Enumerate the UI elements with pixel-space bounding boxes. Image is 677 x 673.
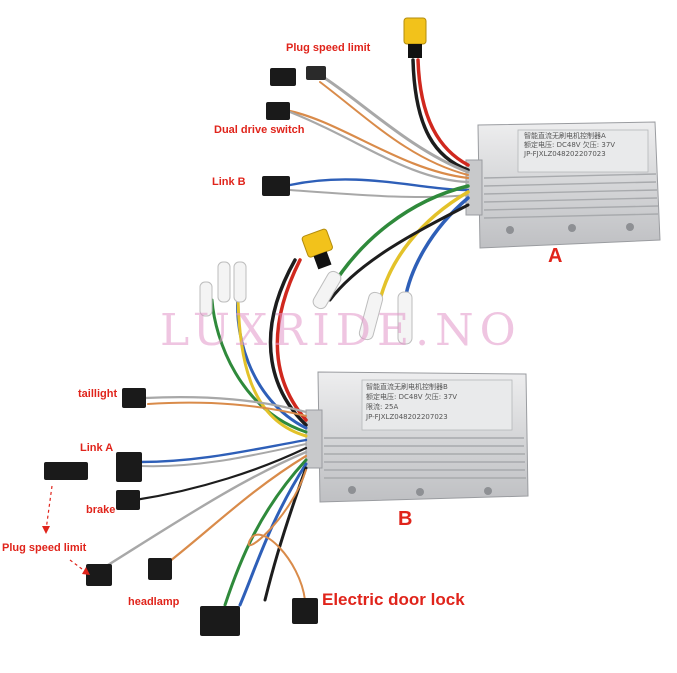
label-dual-drive-switch: Dual drive switch — [214, 124, 305, 136]
label-taillight: taillight — [78, 388, 118, 400]
xt60-connector-b — [301, 228, 333, 270]
label-controller-a: A — [548, 245, 563, 267]
controller-b-label-line3: 限流: 25A — [366, 403, 399, 411]
label-controller-b: B — [398, 508, 413, 530]
controller-b-label-line4: JP-FJXLZ048202207023 — [366, 413, 448, 421]
label-electric-door-lock: Electric door lock — [322, 590, 465, 609]
link-a-plug — [44, 462, 88, 480]
label-brake: brake — [86, 504, 116, 516]
white-bullet-connectors-b — [199, 261, 247, 317]
brake-connector — [116, 490, 140, 510]
electric-door-lock-connector — [292, 598, 318, 624]
xt60-connector-a — [403, 17, 427, 58]
taillight-connector — [122, 388, 146, 408]
controller-a-label-line3: JP-FJXLZ048202207023 — [524, 150, 606, 158]
controller-a-wires — [283, 58, 470, 302]
controller-a — [465, 121, 661, 249]
link-a-connector — [116, 452, 142, 482]
label-plug-speed-limit-bottom: Plug speed limit — [2, 542, 87, 554]
controller-b-label-line1: 智能直流无刷电机控制器B — [366, 383, 448, 391]
dual-drive-switch-connector — [266, 102, 290, 120]
plug-speed-limit-connector-a2 — [306, 66, 326, 80]
white-bullet-connectors-a — [312, 270, 413, 345]
plug-speed-limit-arrows — [45, 485, 87, 573]
label-link-a: Link A — [80, 442, 114, 454]
main-harness-connector — [200, 606, 240, 636]
controller-a-label-line1: 智能直流无刷电机控制器A — [524, 132, 606, 140]
link-b-connector — [262, 176, 290, 196]
headlamp-connector — [148, 558, 172, 580]
label-plug-speed-limit-top: Plug speed limit — [286, 42, 371, 54]
plug-speed-limit-connector-b — [86, 564, 112, 586]
controller-b-label-line2: 额定电压: DC48V 欠压: 37V — [366, 393, 458, 401]
controller-a-label-line2: 额定电压: DC48V 欠压: 37V — [524, 141, 616, 149]
plug-speed-limit-connector-a — [270, 68, 296, 86]
controller-b-wires — [98, 258, 308, 607]
watermark: LUXRIDE.NO — [160, 305, 522, 356]
controller-b — [305, 371, 529, 503]
label-link-b: Link B — [212, 176, 246, 188]
label-headlamp: headlamp — [128, 596, 180, 608]
